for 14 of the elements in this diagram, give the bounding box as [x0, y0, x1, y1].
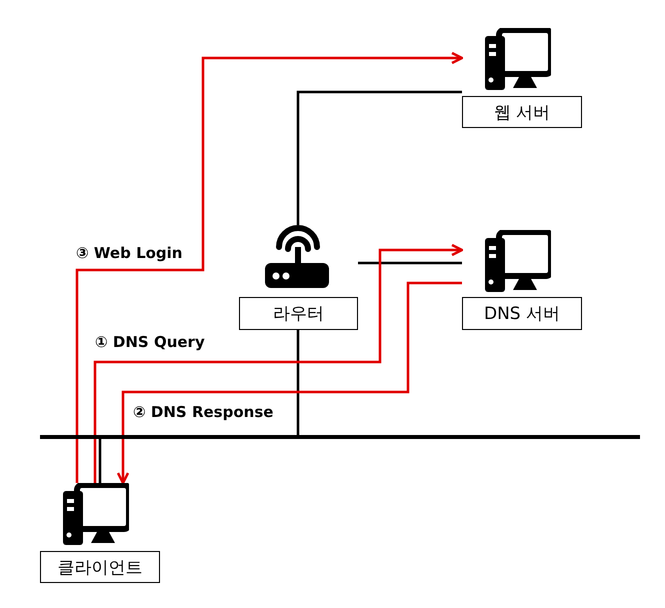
device-label: 웹 서버 — [462, 96, 582, 128]
device-label: 클라이언트 — [40, 551, 160, 583]
network-line — [98, 437, 102, 483]
network-line — [358, 262, 462, 264]
device-label: 라우터 — [239, 297, 358, 330]
edge-label: ③ Web Login — [74, 244, 184, 262]
arrow — [76, 52, 464, 483]
arrow — [116, 282, 462, 484]
network-line — [296, 90, 462, 225]
network-bus — [40, 435, 640, 439]
edge-label: ② DNS Response — [131, 403, 276, 421]
device-label: DNS 서버 — [462, 297, 582, 330]
edge-label: ① DNS Query — [93, 333, 207, 351]
network-line — [296, 330, 300, 437]
